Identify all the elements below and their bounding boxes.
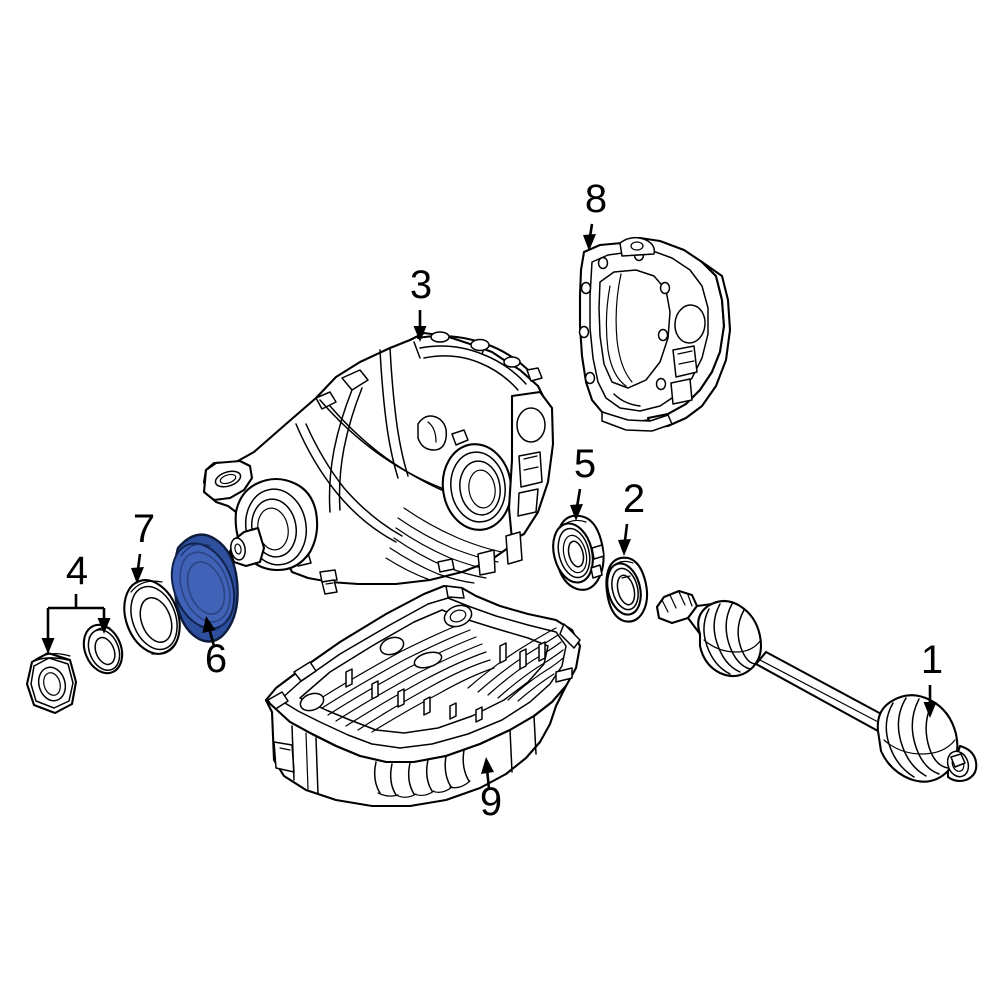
callout-5: 5 (570, 442, 596, 521)
part-axle-shaft-assembly[interactable] (655, 589, 978, 783)
callout-9: 9 (480, 757, 502, 824)
callout-7-number: 7 (133, 507, 155, 551)
callout-3: 3 (410, 263, 432, 342)
callout-9-number: 9 (480, 780, 502, 824)
callout-4-number: 4 (66, 549, 88, 593)
callout-6: 6 (202, 616, 227, 681)
part-pinion-washer[interactable] (77, 619, 129, 679)
part-pinion-oil-seal-highlighted[interactable] (161, 533, 246, 643)
part-output-shaft-seal[interactable] (602, 556, 649, 623)
part-output-shaft-bearing[interactable] (547, 514, 605, 591)
callout-4: 4 (41, 549, 111, 654)
callout-8: 8 (583, 177, 607, 251)
callout-3-number: 3 (410, 263, 432, 307)
callout-6-number: 6 (205, 637, 227, 681)
callout-5-number: 5 (574, 442, 596, 486)
callout-1: 1 (921, 638, 943, 718)
part-differential-rear-cover[interactable] (578, 236, 732, 432)
part-differential-carrier-housing[interactable] (202, 331, 555, 595)
part-differential-oil-pan[interactable] (264, 584, 582, 808)
callout-1-number: 1 (921, 638, 943, 682)
callout-2: 2 (618, 477, 645, 556)
callout-8-number: 8 (585, 177, 607, 221)
part-pinion-nut[interactable] (25, 651, 78, 715)
callout-2-number: 2 (623, 477, 645, 521)
part-flange-seal-ring[interactable] (115, 572, 190, 661)
callout-7: 7 (131, 507, 155, 584)
